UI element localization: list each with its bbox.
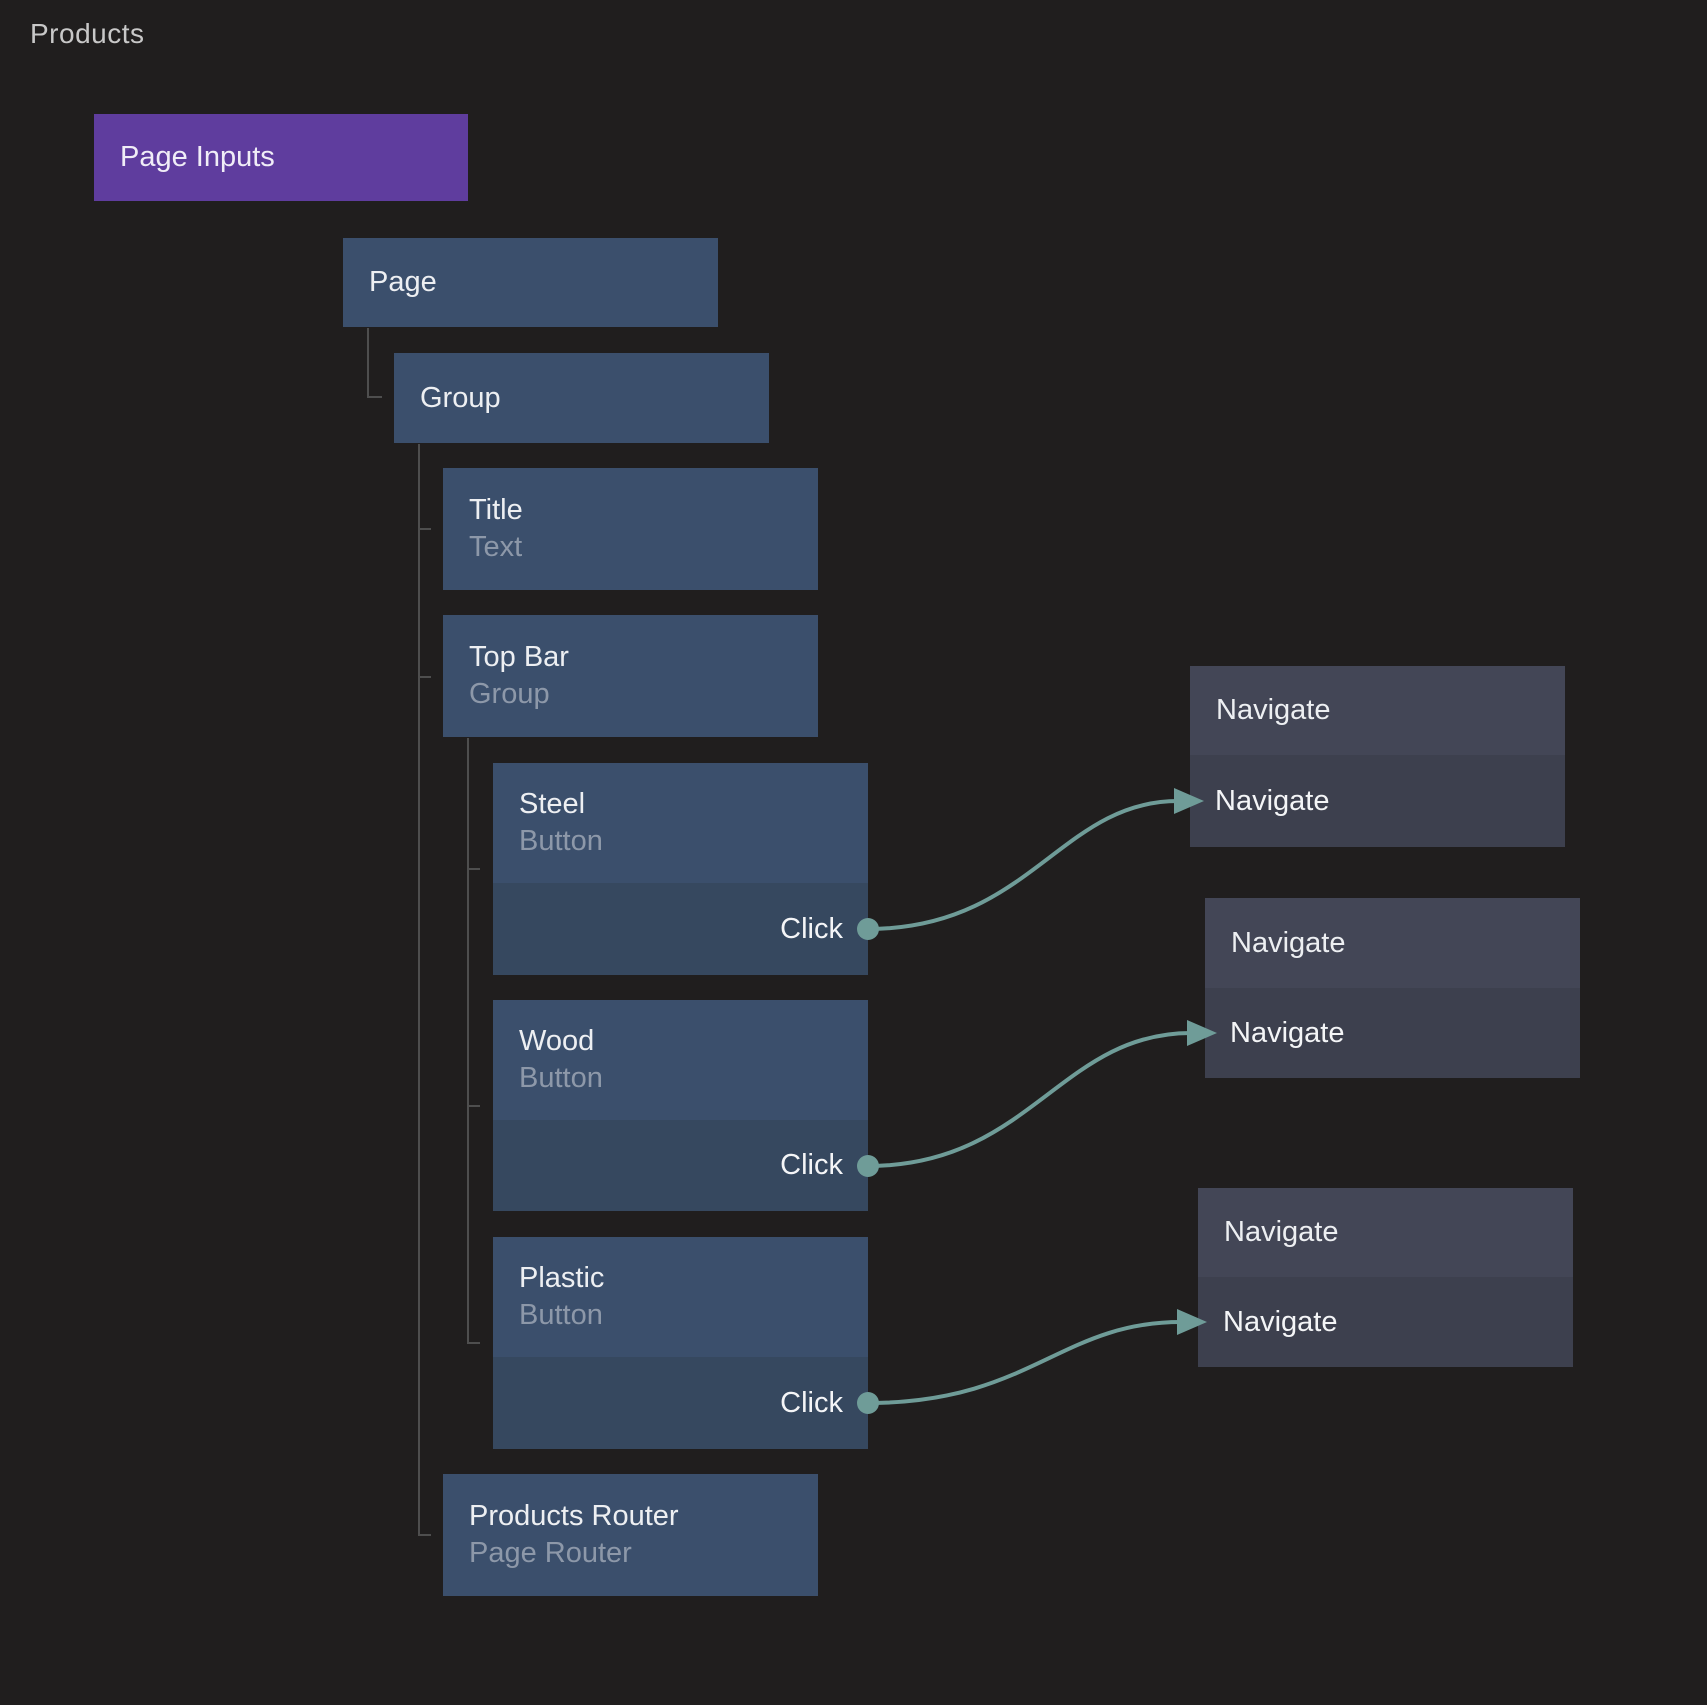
tree-connector-group-children <box>418 444 431 1536</box>
output-port-label-click: Click <box>780 1386 843 1419</box>
node-page-inputs[interactable]: Page Inputs <box>94 114 468 201</box>
node-title: Page <box>369 266 437 298</box>
input-port-label-navigate: Navigate <box>1230 1016 1345 1049</box>
page-title: Products <box>30 18 145 49</box>
node-title: Top Bar <box>469 641 569 673</box>
connection-wood-click-to-navigate[interactable] <box>857 1020 1217 1177</box>
node-title: Group <box>420 381 501 414</box>
node-title: Navigate <box>1216 694 1331 726</box>
node-navigate-1[interactable]: Navigate Navigate <box>1190 666 1565 847</box>
node-title-text[interactable]: Title Text <box>443 468 818 590</box>
output-port-label-click: Click <box>780 1149 843 1181</box>
node-wood[interactable]: Wood Button Click <box>493 1000 868 1211</box>
connection-wire[interactable] <box>867 799 1179 931</box>
node-subtitle: Group <box>469 678 550 710</box>
node-top-bar[interactable]: Top Bar Group <box>443 615 818 737</box>
node-steel[interactable]: Steel Button Click <box>493 763 868 975</box>
input-port-label-navigate: Navigate <box>1223 1305 1338 1338</box>
connection-wire[interactable] <box>867 1320 1182 1405</box>
node-subtitle: Button <box>519 1062 603 1094</box>
node-navigate-3[interactable]: Navigate Navigate <box>1198 1188 1573 1367</box>
input-port-label-navigate: Navigate <box>1215 784 1330 817</box>
connection-plastic-click-to-navigate[interactable] <box>857 1309 1207 1414</box>
node-title: Steel <box>519 788 586 820</box>
tree-connector-page-children <box>367 328 382 398</box>
tree-connector-top-bar-children <box>467 738 480 1344</box>
node-title: Navigate <box>1224 1216 1339 1248</box>
node-title: Wood <box>519 1025 595 1057</box>
node-title: Page Inputs <box>120 141 275 173</box>
node-title: Plastic <box>519 1262 605 1294</box>
connection-steel-click-to-navigate[interactable] <box>857 788 1204 940</box>
node-subtitle: Button <box>519 825 603 857</box>
node-page[interactable]: Page <box>343 238 718 327</box>
node-subtitle: Text <box>469 531 523 563</box>
node-title: Navigate <box>1231 926 1346 959</box>
node-navigate-2[interactable]: Navigate Navigate <box>1205 898 1580 1078</box>
node-plastic[interactable]: Plastic Button Click <box>493 1237 868 1449</box>
connection-wire[interactable] <box>867 1031 1192 1168</box>
node-subtitle: Button <box>519 1299 603 1331</box>
node-title: Products Router <box>469 1500 679 1532</box>
output-port-label-click: Click <box>780 912 843 945</box>
node-products-router[interactable]: Products Router Page Router <box>443 1474 818 1596</box>
node-subtitle: Page Router <box>469 1537 632 1569</box>
node-group[interactable]: Group <box>394 353 769 443</box>
node-title: Title <box>469 494 523 526</box>
